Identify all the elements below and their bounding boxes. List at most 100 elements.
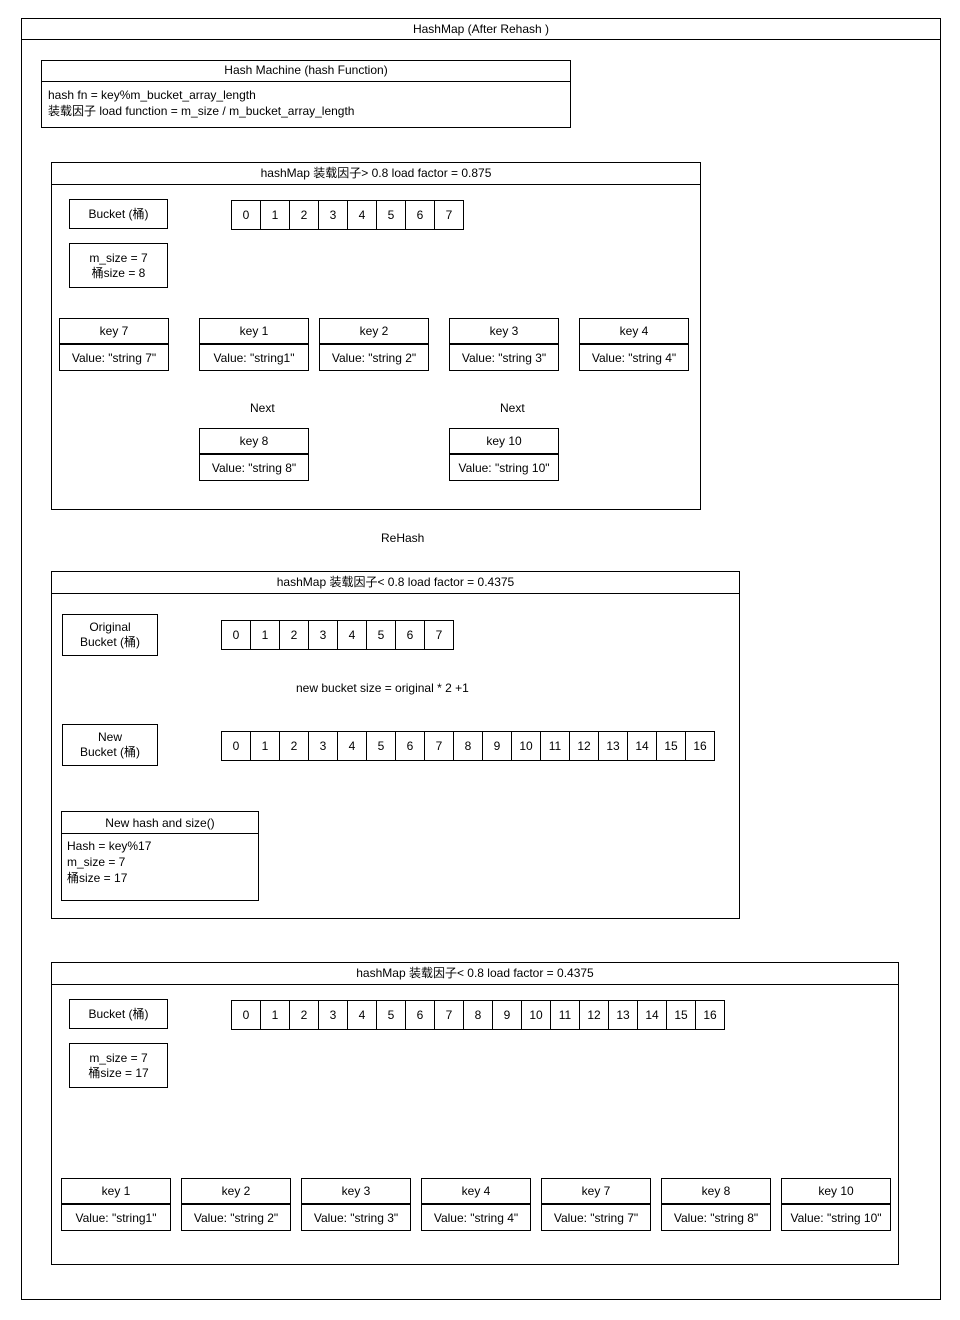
new-bucket-cell-5[interactable]: 5 <box>367 732 396 760</box>
original-bucket-cell-7[interactable]: 7 <box>425 621 454 649</box>
rehash-label: ReHash <box>381 531 425 545</box>
new-bucket-cell-12[interactable]: 12 <box>570 732 599 760</box>
bucket-s3-cell-3[interactable]: 3 <box>319 1001 348 1029</box>
bucket-s1-cell-6[interactable]: 6 <box>406 201 435 229</box>
key-node-s1-chain-0[interactable]: key 8 Value: "string 8" <box>199 428 309 481</box>
key-node-s3-0[interactable]: key 1 Value: "string1" <box>61 1178 171 1231</box>
key-node-s1-1[interactable]: key 1 Value: "string1" <box>199 318 309 371</box>
key-node-s3-1[interactable]: key 2 Value: "string 2" <box>181 1178 291 1231</box>
new-hash-size-title: New hash and size() <box>62 812 258 834</box>
new-bucket-cell-11[interactable]: 11 <box>541 732 570 760</box>
bucket-label-section3: Bucket (桶) <box>69 999 168 1029</box>
original-bucket-cell-2[interactable]: 2 <box>280 621 309 649</box>
original-bucket-cell-0[interactable]: 0 <box>222 621 251 649</box>
bucket-s1-cell-5[interactable]: 5 <box>377 201 406 229</box>
bucket-s3-cell-10[interactable]: 10 <box>522 1001 551 1029</box>
new-bucket-cell-14[interactable]: 14 <box>628 732 657 760</box>
new-bucket-cell-7[interactable]: 7 <box>425 732 454 760</box>
new-bucket-cell-2[interactable]: 2 <box>280 732 309 760</box>
new-bucket-cell-10[interactable]: 10 <box>512 732 541 760</box>
bucket-s3-cell-0[interactable]: 0 <box>232 1001 261 1029</box>
key-label: key 7 <box>542 1179 650 1205</box>
original-bucket-cell-5[interactable]: 5 <box>367 621 396 649</box>
bucket-s3-cell-14[interactable]: 14 <box>638 1001 667 1029</box>
new-bucket-line1: New <box>97 730 122 744</box>
original-bucket-cell-4[interactable]: 4 <box>338 621 367 649</box>
bucket-s1-cell-7[interactable]: 7 <box>435 201 464 229</box>
key-node-s1-2[interactable]: key 2 Value: "string 2" <box>319 318 429 371</box>
original-bucket-cell-3[interactable]: 3 <box>309 621 338 649</box>
original-bucket-label: Original Bucket (桶) <box>62 614 158 656</box>
next-label-1: Next <box>250 401 275 415</box>
bucket-s3-cell-2[interactable]: 2 <box>290 1001 319 1029</box>
bucket-s1-cell-0[interactable]: 0 <box>232 201 261 229</box>
new-bucket-cell-3[interactable]: 3 <box>309 732 338 760</box>
key-node-s3-4[interactable]: key 7 Value: "string 7" <box>541 1178 651 1231</box>
section1-title: hashMap 装载因子> 0.8 load factor = 0.875 <box>52 163 700 185</box>
bucket-s3-cell-12[interactable]: 12 <box>580 1001 609 1029</box>
new-bucket-cell-16[interactable]: 16 <box>686 732 715 760</box>
next-label-2: Next <box>500 401 525 415</box>
new-bucket-cell-8[interactable]: 8 <box>454 732 483 760</box>
key-label: key 3 <box>450 319 558 345</box>
value-label: Value: "string 3" <box>313 1210 399 1225</box>
key-node-s1-3[interactable]: key 3 Value: "string 3" <box>449 318 559 371</box>
new-bucket-cell-6[interactable]: 6 <box>396 732 425 760</box>
bucket-s1-cell-3[interactable]: 3 <box>319 201 348 229</box>
new-bucket-cell-0[interactable]: 0 <box>222 732 251 760</box>
new-bucketsize-line: 桶size = 17 <box>67 871 128 885</box>
new-bucket-label: New Bucket (桶) <box>62 724 158 766</box>
value-label: Value: "string 4" <box>591 350 677 365</box>
key-label: key 4 <box>422 1179 530 1205</box>
key-node-s1-chain-1[interactable]: key 10 Value: "string 10" <box>449 428 559 481</box>
bucket-s3-cell-5[interactable]: 5 <box>377 1001 406 1029</box>
original-bucket-cell-6[interactable]: 6 <box>396 621 425 649</box>
bucket-s3-cell-16[interactable]: 16 <box>696 1001 725 1029</box>
bucket-s1-cell-1[interactable]: 1 <box>261 201 290 229</box>
key-node-s1-4[interactable]: key 4 Value: "string 4" <box>579 318 689 371</box>
new-bucket-cell-9[interactable]: 9 <box>483 732 512 760</box>
original-bucket-cell-1[interactable]: 1 <box>251 621 280 649</box>
key-node-s3-3[interactable]: key 4 Value: "string 4" <box>421 1178 531 1231</box>
hash-machine-title: Hash Machine (hash Function) <box>42 61 570 82</box>
bucket-s3-cell-4[interactable]: 4 <box>348 1001 377 1029</box>
key-node-s3-6[interactable]: key 10 Value: "string 10" <box>781 1178 891 1231</box>
new-bucket-cell-15[interactable]: 15 <box>657 732 686 760</box>
key-node-s3-2[interactable]: key 3 Value: "string 3" <box>301 1178 411 1231</box>
load-factor-line: 装载因子 load function = m_size / m_bucket_a… <box>48 104 355 118</box>
value-label: Value: "string 10" <box>458 460 550 475</box>
value-label: Value: "string 3" <box>461 350 547 365</box>
key-label: key 1 <box>200 319 308 345</box>
bucket-s1-cell-2[interactable]: 2 <box>290 201 319 229</box>
new-bucket-cell-13[interactable]: 13 <box>599 732 628 760</box>
bucket-s3-cell-7[interactable]: 7 <box>435 1001 464 1029</box>
key-node-s3-5[interactable]: key 8 Value: "string 8" <box>661 1178 771 1231</box>
grow-formula-label: new bucket size = original * 2 +1 <box>296 681 469 695</box>
bucket-size-line-3: 桶size = 17 <box>88 1065 149 1080</box>
value-label: Value: "string 2" <box>331 350 417 365</box>
bucket-s3-cell-1[interactable]: 1 <box>261 1001 290 1029</box>
key-label: key 7 <box>60 319 168 345</box>
size-info-section3: m_size = 7 桶size = 17 <box>69 1043 168 1088</box>
bucket-s3-cell-6[interactable]: 6 <box>406 1001 435 1029</box>
new-msize-line: m_size = 7 <box>67 855 126 869</box>
bucket-s3-cell-13[interactable]: 13 <box>609 1001 638 1029</box>
bucket-s3-cell-8[interactable]: 8 <box>464 1001 493 1029</box>
bucket-s1-cell-4[interactable]: 4 <box>348 201 377 229</box>
value-label: Value: "string 8" <box>673 1210 759 1225</box>
key-label: key 3 <box>302 1179 410 1205</box>
section2-title: hashMap 装载因子< 0.8 load factor = 0.4375 <box>52 572 739 594</box>
new-bucket-cell-4[interactable]: 4 <box>338 732 367 760</box>
key-node-s1-0[interactable]: key 7 Value: "string 7" <box>59 318 169 371</box>
bucket-s3-cell-15[interactable]: 15 <box>667 1001 696 1029</box>
bucket-s3-cell-11[interactable]: 11 <box>551 1001 580 1029</box>
bucket-s3-cell-9[interactable]: 9 <box>493 1001 522 1029</box>
key-label: key 10 <box>782 1179 890 1205</box>
value-label: Value: "string 2" <box>193 1210 279 1225</box>
new-bucket-cell-1[interactable]: 1 <box>251 732 280 760</box>
original-bucket-line1: Original <box>89 620 131 634</box>
